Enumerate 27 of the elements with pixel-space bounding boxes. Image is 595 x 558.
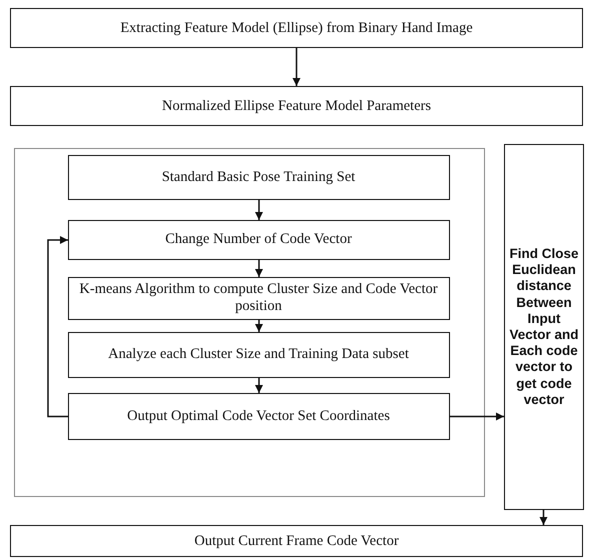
- step-text: Analyze each Cluster Size and Training Data subset: [108, 346, 409, 363]
- process-box: [68, 392, 450, 440]
- process-box: [10, 8, 583, 48]
- group-frame: [14, 148, 485, 497]
- process-box: [504, 144, 584, 510]
- step-text: Extracting Feature Model (Ellipse) from Binary Hand Image: [120, 20, 473, 36]
- arrow: [540, 510, 548, 525]
- step-text: Output Optimal Code Vector Set Coordinates: [127, 408, 390, 424]
- process-box: [68, 220, 450, 260]
- step-text: Change Number of Code Vector: [165, 231, 352, 248]
- arrow: [255, 378, 263, 393]
- step-text: Standard Basic Pose Training Set: [162, 168, 356, 186]
- arrow: [292, 48, 300, 86]
- arrow: [47, 236, 68, 418]
- process-box: [68, 276, 450, 320]
- step-text: K-means Algorithm to compute Cluster Size and Code Vector position: [78, 281, 439, 315]
- process-box: [68, 332, 450, 378]
- step-text: Output Current Frame Code Vector: [194, 532, 399, 550]
- arrow: [255, 200, 263, 220]
- process-box: [10, 86, 583, 126]
- process-box: [10, 525, 583, 557]
- arrow: [450, 412, 504, 420]
- step-text: Normalized Ellipse Feature Model Parameters: [162, 98, 431, 114]
- step-text: Find Close Euclidean distance Between Input Vector and Each code vector to get code vector: [509, 246, 579, 408]
- arrow: [255, 260, 263, 277]
- process-box: [68, 154, 450, 200]
- arrow: [255, 320, 263, 332]
